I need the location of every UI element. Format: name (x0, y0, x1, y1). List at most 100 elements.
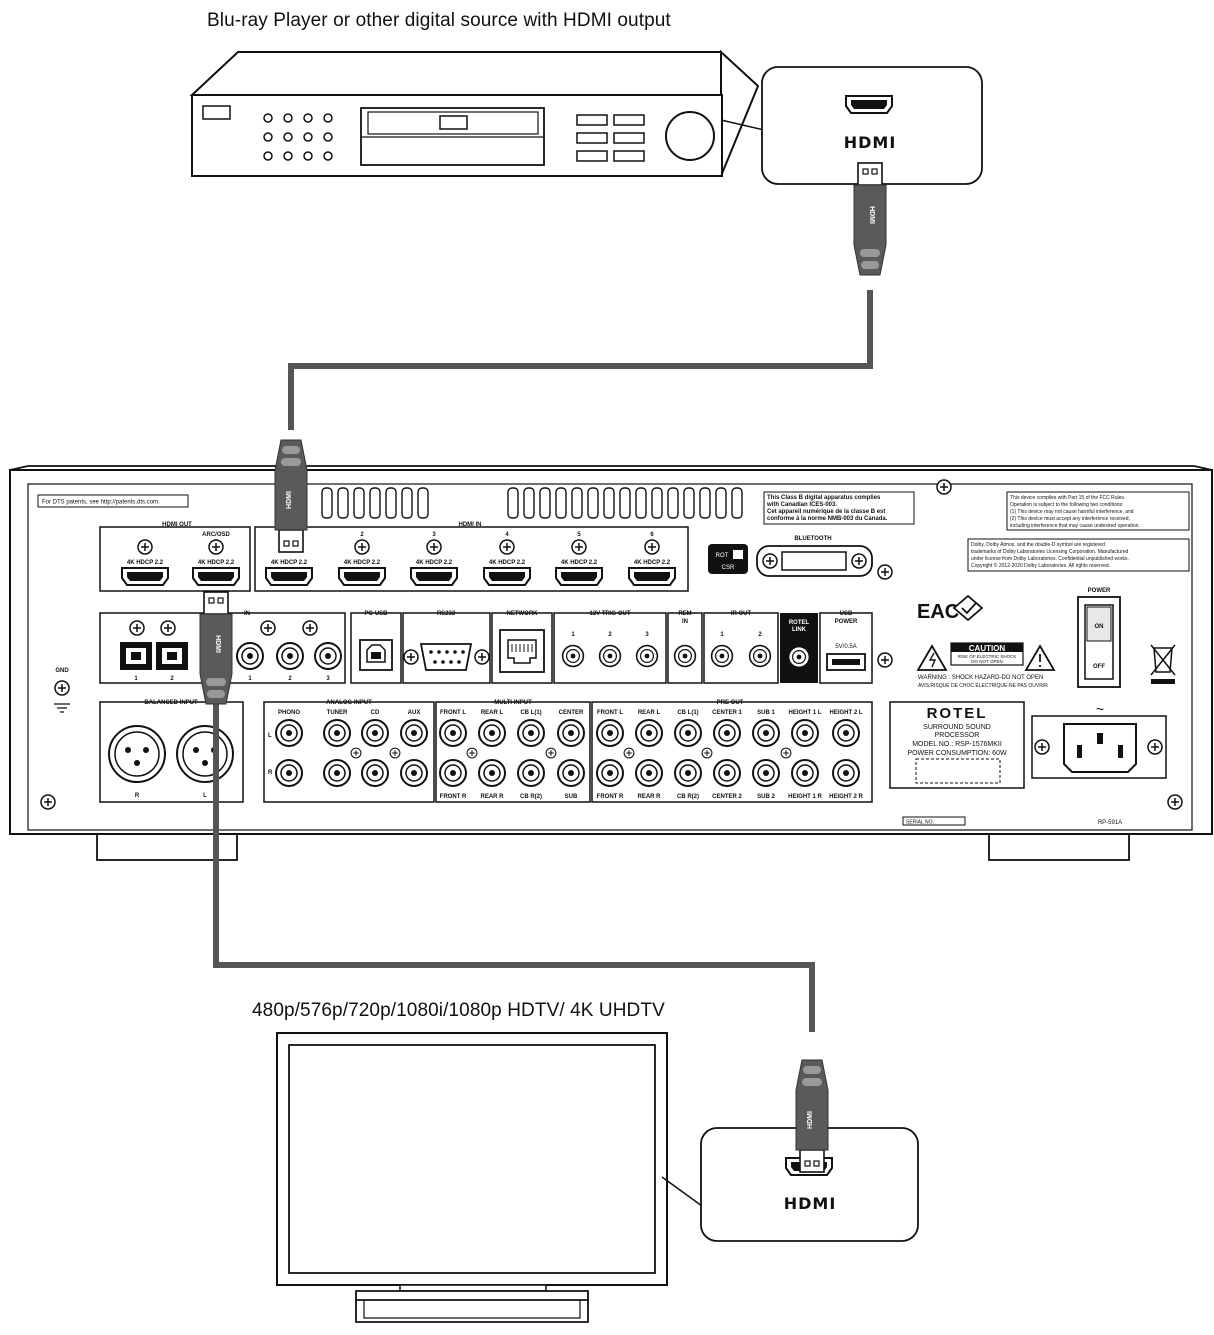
coax-input-1[interactable] (236, 642, 264, 670)
balanced-input-label: BALANCED INPUT (144, 700, 198, 706)
hdmi-in-port-2[interactable] (338, 567, 386, 586)
multi-sub[interactable] (557, 759, 585, 787)
pre-height-2-r[interactable] (832, 759, 860, 787)
source-hdmi-logo: HDMI (844, 133, 897, 152)
svg-text:2: 2 (360, 532, 364, 538)
pre-front-r[interactable] (596, 759, 624, 787)
hdmi-out-port-2[interactable] (192, 567, 240, 586)
ir-out-2[interactable] (748, 644, 772, 668)
source-hdmi-port-icon (845, 95, 893, 114)
svg-text:4K HDCP 2.2: 4K HDCP 2.2 (489, 560, 526, 566)
pre-sub-2[interactable] (752, 759, 780, 787)
svg-text:REAR R: REAR R (480, 794, 504, 800)
rcm-mark-icon (952, 594, 984, 622)
coax-input-3[interactable] (314, 642, 342, 670)
multi-center[interactable] (557, 719, 585, 747)
svg-text:4K HDCP 2.2: 4K HDCP 2.2 (271, 560, 308, 566)
warning-text-fr: AVIS:RISQUE DE CHOC ÉLECTRIQUE-NE PAS OU… (918, 682, 1048, 689)
svg-text:L: L (268, 733, 272, 739)
aux-r[interactable] (400, 759, 428, 787)
ac-power-inlet[interactable] (1031, 715, 1167, 779)
power-label: POWER (1088, 588, 1111, 594)
svg-text:FRONT R: FRONT R (597, 794, 624, 800)
pre-front-l[interactable] (596, 719, 624, 747)
svg-text:ROT: ROT (716, 553, 729, 559)
hdmi-plug-tv-icon: HDMI (795, 1059, 829, 1173)
hdmi-in-port-6[interactable] (628, 567, 676, 586)
tuner-r[interactable] (323, 759, 351, 787)
svg-text:ON: ON (1095, 624, 1104, 630)
trig-out-1[interactable] (561, 644, 585, 668)
svg-text:HEIGHT 1 R: HEIGHT 1 R (788, 794, 822, 800)
svg-text:2: 2 (758, 632, 762, 638)
trig-out-2[interactable] (598, 644, 622, 668)
svg-text:R: R (268, 770, 273, 776)
usb-power-port[interactable] (826, 653, 866, 671)
pre-cb-r[interactable] (674, 759, 702, 787)
multi-front-r[interactable] (439, 759, 467, 787)
display-caption: 480p/576p/720p/1080i/1080p HDTV/ 4K UHDT… (252, 1000, 665, 1021)
pre-height-2-l[interactable] (832, 719, 860, 747)
svg-text:CB L(1): CB L(1) (677, 710, 698, 716)
pcusb-port[interactable] (359, 639, 393, 671)
pre-height-1-l[interactable] (791, 719, 819, 747)
pre-center-1[interactable] (713, 719, 741, 747)
phono-l[interactable] (275, 719, 303, 747)
shock-warning-icon (916, 644, 948, 671)
multi-rear-r[interactable] (478, 759, 506, 787)
phono-r[interactable] (275, 759, 303, 787)
hdmi-in-port-5[interactable] (555, 567, 603, 586)
svg-text:L: L (203, 793, 207, 799)
hdmi-in-port-1[interactable] (265, 567, 313, 586)
pre-height-1-r[interactable] (791, 759, 819, 787)
svg-text:4K HDCP 2.2: 4K HDCP 2.2 (416, 560, 453, 566)
svg-text:SUB 1: SUB 1 (757, 710, 775, 716)
xlr-input-l[interactable] (176, 725, 234, 783)
pre-rear-l[interactable] (635, 719, 663, 747)
cd-l[interactable] (361, 719, 389, 747)
hdmi-in-port-4[interactable] (483, 567, 531, 586)
trig-out-3[interactable] (635, 644, 659, 668)
svg-text:4: 4 (505, 532, 509, 538)
svg-text:3: 3 (326, 676, 330, 682)
pre-center-2[interactable] (713, 759, 741, 787)
pre-rear-r[interactable] (635, 759, 663, 787)
bluray-player (189, 49, 760, 177)
arc-osd-label: ARC/OSD (202, 532, 230, 538)
aux-l[interactable] (400, 719, 428, 747)
svg-text:REAR L: REAR L (638, 710, 661, 716)
gnd-terminal[interactable] (54, 680, 70, 696)
optical-input-2[interactable] (156, 642, 188, 670)
svg-text:5: 5 (577, 532, 581, 538)
cd-r[interactable] (361, 759, 389, 787)
svg-text:~: ~ (1096, 701, 1104, 717)
network-port[interactable] (499, 629, 545, 673)
svg-text:CB R(2): CB R(2) (520, 794, 542, 800)
svg-text:4K HDCP 2.2: 4K HDCP 2.2 (127, 560, 164, 566)
tuner-l[interactable] (323, 719, 351, 747)
rem-in-jack[interactable] (673, 644, 697, 668)
svg-text:RISK OF ELECTRIC SHOCK: RISK OF ELECTRIC SHOCK (958, 654, 1017, 659)
coax-input-2[interactable] (276, 642, 304, 670)
multi-cb-l[interactable] (517, 719, 545, 747)
hdmi-in-port-3[interactable] (410, 567, 458, 586)
xlr-input-r[interactable] (108, 725, 166, 783)
svg-text:2: 2 (608, 632, 612, 638)
svg-text:AUX: AUX (408, 710, 421, 716)
ir-out-1[interactable] (710, 644, 734, 668)
rs232-port[interactable] (403, 643, 490, 671)
rotel-link-jack[interactable] (787, 645, 811, 669)
multi-front-l[interactable] (439, 719, 467, 747)
power-switch[interactable]: ON OFF (1077, 596, 1121, 688)
hdmi-plug-source-icon: HDMI (853, 162, 887, 276)
multi-cb-r[interactable] (517, 759, 545, 787)
optical-input-1[interactable] (120, 642, 152, 670)
multi-rear-l[interactable] (478, 719, 506, 747)
cable-out-label: HDMI (214, 635, 221, 653)
hdmi-out-port-1[interactable] (121, 567, 169, 586)
pre-cb-l[interactable] (674, 719, 702, 747)
pre-sub-1[interactable] (752, 719, 780, 747)
svg-text:POWER: POWER (835, 619, 858, 625)
svg-text:4K HDCP 2.2: 4K HDCP 2.2 (344, 560, 381, 566)
svg-text:SUB: SUB (565, 794, 578, 800)
